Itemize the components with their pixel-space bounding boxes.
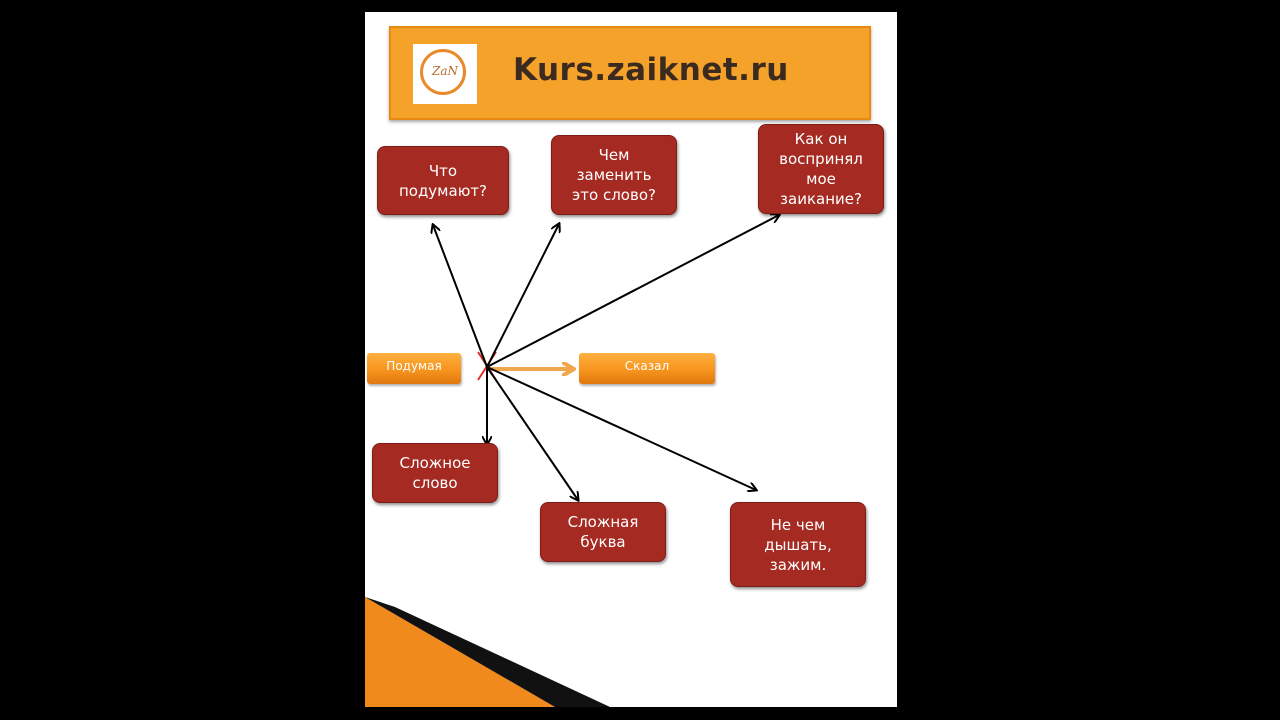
arrows-layer bbox=[365, 12, 897, 707]
stage-thought: Подумая bbox=[367, 353, 461, 384]
arrow-to-n5 bbox=[486, 366, 578, 500]
slide: ZaN Kurs.zaiknet.ru Подумая Сказал Что п… bbox=[365, 12, 897, 707]
node-no-breath: Не чем дышать, зажим. bbox=[730, 502, 866, 587]
node-what-will-they-think: Что подумают? bbox=[377, 146, 509, 215]
arrow-to-n1 bbox=[433, 225, 488, 368]
node-perceived-stutter: Как он воспринял мое заикание? bbox=[758, 124, 884, 214]
arrow-to-n3 bbox=[486, 215, 779, 368]
arrow-to-n6 bbox=[486, 366, 756, 490]
arrow-to-n2 bbox=[486, 224, 559, 368]
header-banner: ZaN Kurs.zaiknet.ru bbox=[389, 26, 871, 120]
node-replace-word: Чем заменить это слово? bbox=[551, 135, 677, 215]
logo-ring bbox=[420, 49, 466, 95]
page-title: Kurs.zaiknet.ru bbox=[513, 52, 789, 88]
node-difficult-letter: Сложная буква bbox=[540, 502, 666, 562]
logo-text: ZaN bbox=[432, 64, 458, 78]
logo-icon: ZaN bbox=[413, 44, 477, 104]
corner-decoration-dark bbox=[365, 597, 610, 707]
stage-said: Сказал bbox=[579, 353, 715, 384]
node-difficult-word: Сложное слово bbox=[372, 443, 498, 503]
